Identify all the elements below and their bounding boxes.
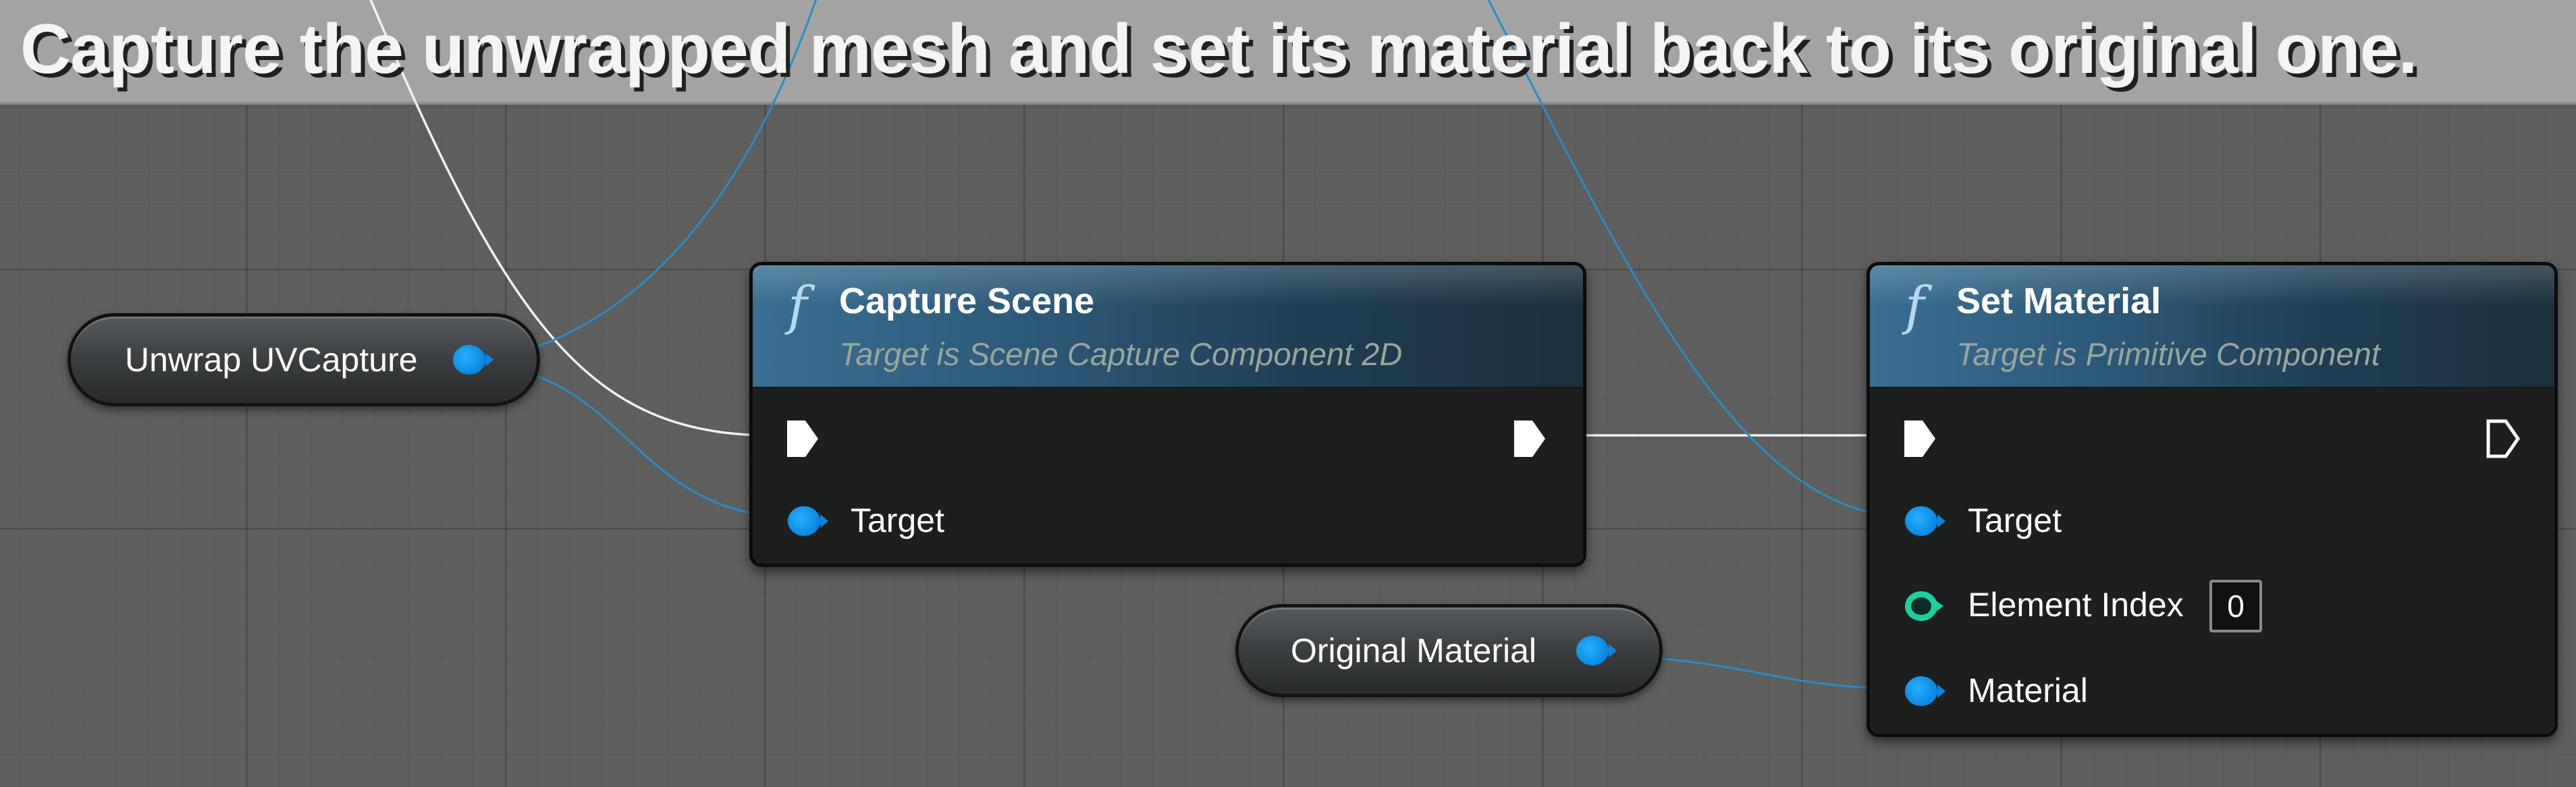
object-output-pin[interactable] xyxy=(453,345,493,375)
node-header xyxy=(753,265,1583,388)
variable-node-unwrap-uvcapture[interactable]: Unwrap UVCapture xyxy=(68,313,540,406)
target-input-pin[interactable] xyxy=(1905,506,1946,536)
variable-label: Original Material xyxy=(1291,632,1537,670)
material-pin-label: Material xyxy=(1968,672,2088,709)
node-subtitle: Target is Primitive Component xyxy=(1956,336,2380,372)
node-header xyxy=(1870,265,2554,388)
exec-output-pin[interactable] xyxy=(2486,418,2521,459)
function-icon: f xyxy=(1905,276,1925,337)
function-icon: f xyxy=(788,276,807,337)
material-input-pin[interactable] xyxy=(1905,676,1946,706)
node-title: Capture Scene xyxy=(839,281,1095,321)
function-node-capture-scene[interactable]: f Capture Scene Target is Scene Capture … xyxy=(749,262,1586,567)
element-index-value-field[interactable]: 0 xyxy=(2209,580,2262,632)
element-index-pin-label: Element Index xyxy=(1968,586,2184,624)
node-subtitle: Target is Scene Capture Component 2D xyxy=(839,336,1403,372)
comment-text: Capture the unwrapped mesh and set its m… xyxy=(20,10,2417,88)
target-pin-label: Target xyxy=(851,501,944,539)
element-index-input-pin[interactable] xyxy=(1905,591,1943,621)
node-title: Set Material xyxy=(1956,281,2162,321)
function-node-set-material[interactable]: f Set Material Target is Primitive Compo… xyxy=(1867,262,2558,737)
object-output-pin[interactable] xyxy=(1576,636,1617,666)
target-input-pin[interactable] xyxy=(788,506,828,536)
exec-input-pin[interactable] xyxy=(785,418,820,459)
exec-output-pin[interactable] xyxy=(1512,418,1547,459)
target-pin-label: Target xyxy=(1968,501,2062,539)
exec-input-pin[interactable] xyxy=(1902,418,1937,459)
variable-label: Unwrap UVCapture xyxy=(125,341,418,379)
object-wire-unwrap-to-target[interactable] xyxy=(485,363,792,519)
variable-node-original-material[interactable]: Original Material xyxy=(1235,604,1663,697)
